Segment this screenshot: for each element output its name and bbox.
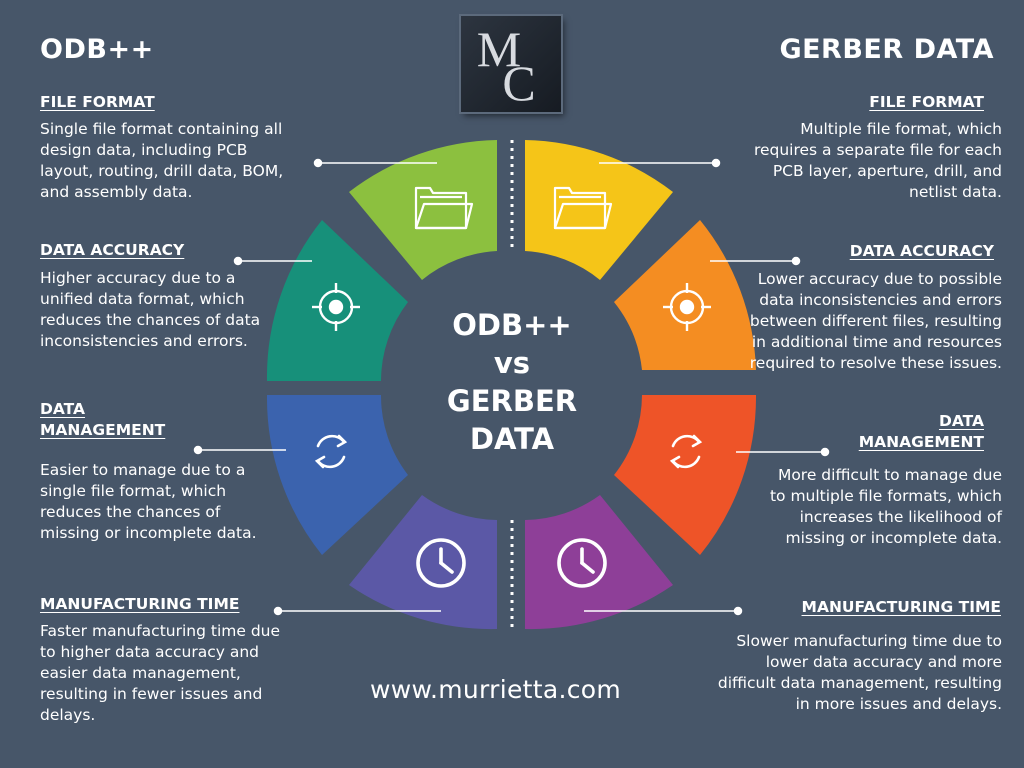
left-title: ODB++ (40, 34, 154, 65)
right-file-format-text: Multiple file format, which requires a s… (753, 120, 1002, 201)
left-file-format-text: Single file format containing all design… (40, 120, 284, 201)
center-label: ODB++ vs GERBER DATA (422, 306, 602, 458)
segment-left-data-management (266, 395, 408, 555)
clock-icon (557, 538, 607, 588)
right-manufacturing-time-heading: MANUFACTURING TIME (801, 598, 1001, 616)
right-data-accuracy-text: Lower accuracy due to possible data inco… (749, 270, 1002, 372)
target-icon (312, 283, 360, 331)
left-data-management-text: Easier to manage due to a single file fo… (40, 461, 257, 542)
folder-icon (414, 186, 474, 230)
left-data-accuracy-heading: DATA ACCURACY (40, 241, 185, 259)
right-data-management-heading-1: DATA (938, 412, 984, 430)
footer-url[interactable]: www.murrietta.com (370, 675, 621, 704)
left-manufacturing-time-text: Faster manufacturing time due to higher … (40, 622, 281, 724)
right-data-management-text: More difficult to manage due to multiple… (769, 466, 1002, 547)
segment-right-data-accuracy (614, 220, 756, 370)
right-manufacturing-time-text: Slower manufacturing time due to lower d… (717, 632, 1002, 713)
right-title: GERBER DATA (779, 34, 994, 65)
center-line-3: GERBER (446, 384, 578, 418)
right-data-management-heading-2: MANAGEMENT (858, 433, 984, 451)
center-line-4: DATA (469, 422, 555, 456)
segment-right-manufacturing-time (525, 495, 673, 630)
left-manufacturing-time-heading: MANUFACTURING TIME (40, 595, 240, 613)
refresh-icon (314, 434, 348, 469)
refresh-icon (669, 434, 703, 469)
segment-right-file-format (525, 140, 673, 280)
segment-right-data-management (614, 395, 757, 555)
left-data-management-heading-2: MANAGEMENT (40, 421, 166, 439)
folder-icon (553, 186, 613, 230)
left-data-accuracy-text: Higher accuracy due to a unified data fo… (40, 269, 261, 350)
logo-letter-m: M (477, 21, 521, 77)
logo-letter-c: C (502, 55, 535, 111)
center-line-2: vs (493, 346, 531, 380)
right-file-format-heading: FILE FORMAT (869, 93, 984, 111)
center-line-1: ODB++ (452, 308, 572, 342)
segment-left-manufacturing-time (349, 495, 497, 630)
left-file-format-heading: FILE FORMAT (40, 93, 155, 111)
right-data-accuracy-heading: DATA ACCURACY (849, 242, 994, 260)
logo: M C (461, 16, 561, 112)
left-data-management-heading-1: DATA (40, 400, 86, 418)
clock-icon (416, 538, 466, 588)
target-icon (663, 283, 711, 331)
